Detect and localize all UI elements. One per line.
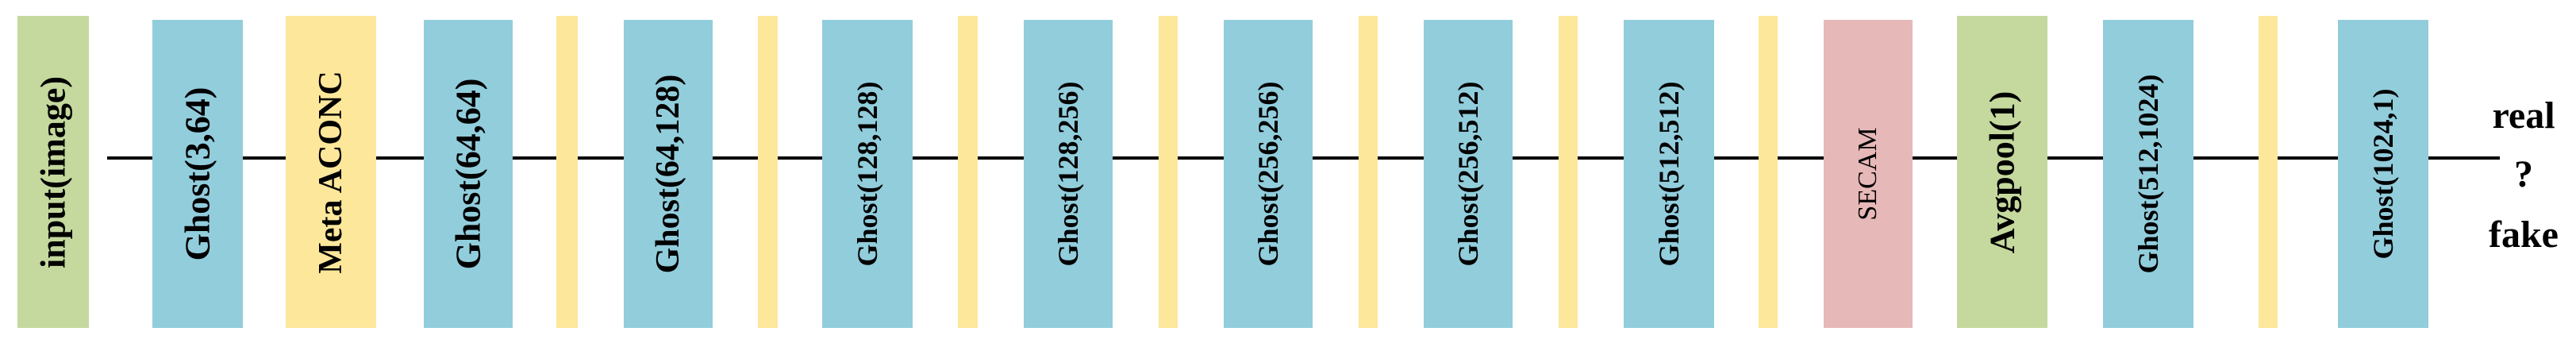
output-label-real: real: [2492, 94, 2555, 137]
block-secam: SECAM: [1824, 20, 1913, 328]
block-label: Meta ACONC: [313, 70, 349, 274]
activation-bar: [1359, 16, 1378, 328]
block-label: Ghost(3,64): [178, 87, 217, 261]
block-label: input(image): [33, 75, 73, 268]
block-label: Ghost(64,64): [448, 78, 488, 270]
block-label: SECAM: [1853, 127, 1882, 221]
block-label: Ghost(512,512): [1653, 81, 1685, 267]
block-ghost-64-64: Ghost(64,64): [424, 20, 513, 328]
block-label: Ghost(256,512): [1452, 81, 1484, 267]
activation-bar: [1759, 16, 1778, 328]
block-ghost-1024-1: Ghost(1024,1): [2338, 20, 2428, 328]
block-label: Ghost(128,128): [852, 81, 883, 267]
activation-bar: [958, 16, 978, 328]
block-ghost-128-256: Ghost(128,256): [1024, 20, 1113, 328]
block-label: Avgpool(1): [1982, 91, 2022, 253]
block-label: Ghost(512,1024): [2132, 74, 2164, 274]
activation-bar: [2259, 16, 2278, 328]
block-ghost-3-64: Ghost(3,64): [152, 20, 243, 328]
block-ghost-512-1024: Ghost(512,1024): [2103, 20, 2193, 328]
activation-bar: [1159, 16, 1178, 328]
activation-bar: [556, 16, 578, 328]
block-ghost-64-128: Ghost(64,128): [624, 20, 713, 328]
block-avgpool-1: Avgpool(1): [1957, 16, 2047, 328]
block-ghost-256-512: Ghost(256,512): [1424, 20, 1513, 328]
block-ghost-512-512: Ghost(512,512): [1624, 20, 1714, 328]
block-label: Ghost(128,256): [1052, 81, 1084, 267]
output-label-fake: fake: [2489, 214, 2559, 256]
activation-bar: [1559, 16, 1578, 328]
output-label-question: ?: [2514, 153, 2533, 195]
block-label: Ghost(256,256): [1252, 81, 1284, 267]
block-ghost-256-256: Ghost(256,256): [1224, 20, 1313, 328]
activation-bar: [758, 16, 778, 328]
block-ghost-128-128: Ghost(128,128): [822, 20, 913, 328]
block-meta-aconc: Meta ACONC: [286, 16, 376, 328]
block-label: Ghost(64,128): [650, 74, 686, 274]
block-label: Ghost(1024,1): [2367, 88, 2399, 260]
block-input-image: input(image): [17, 16, 89, 328]
